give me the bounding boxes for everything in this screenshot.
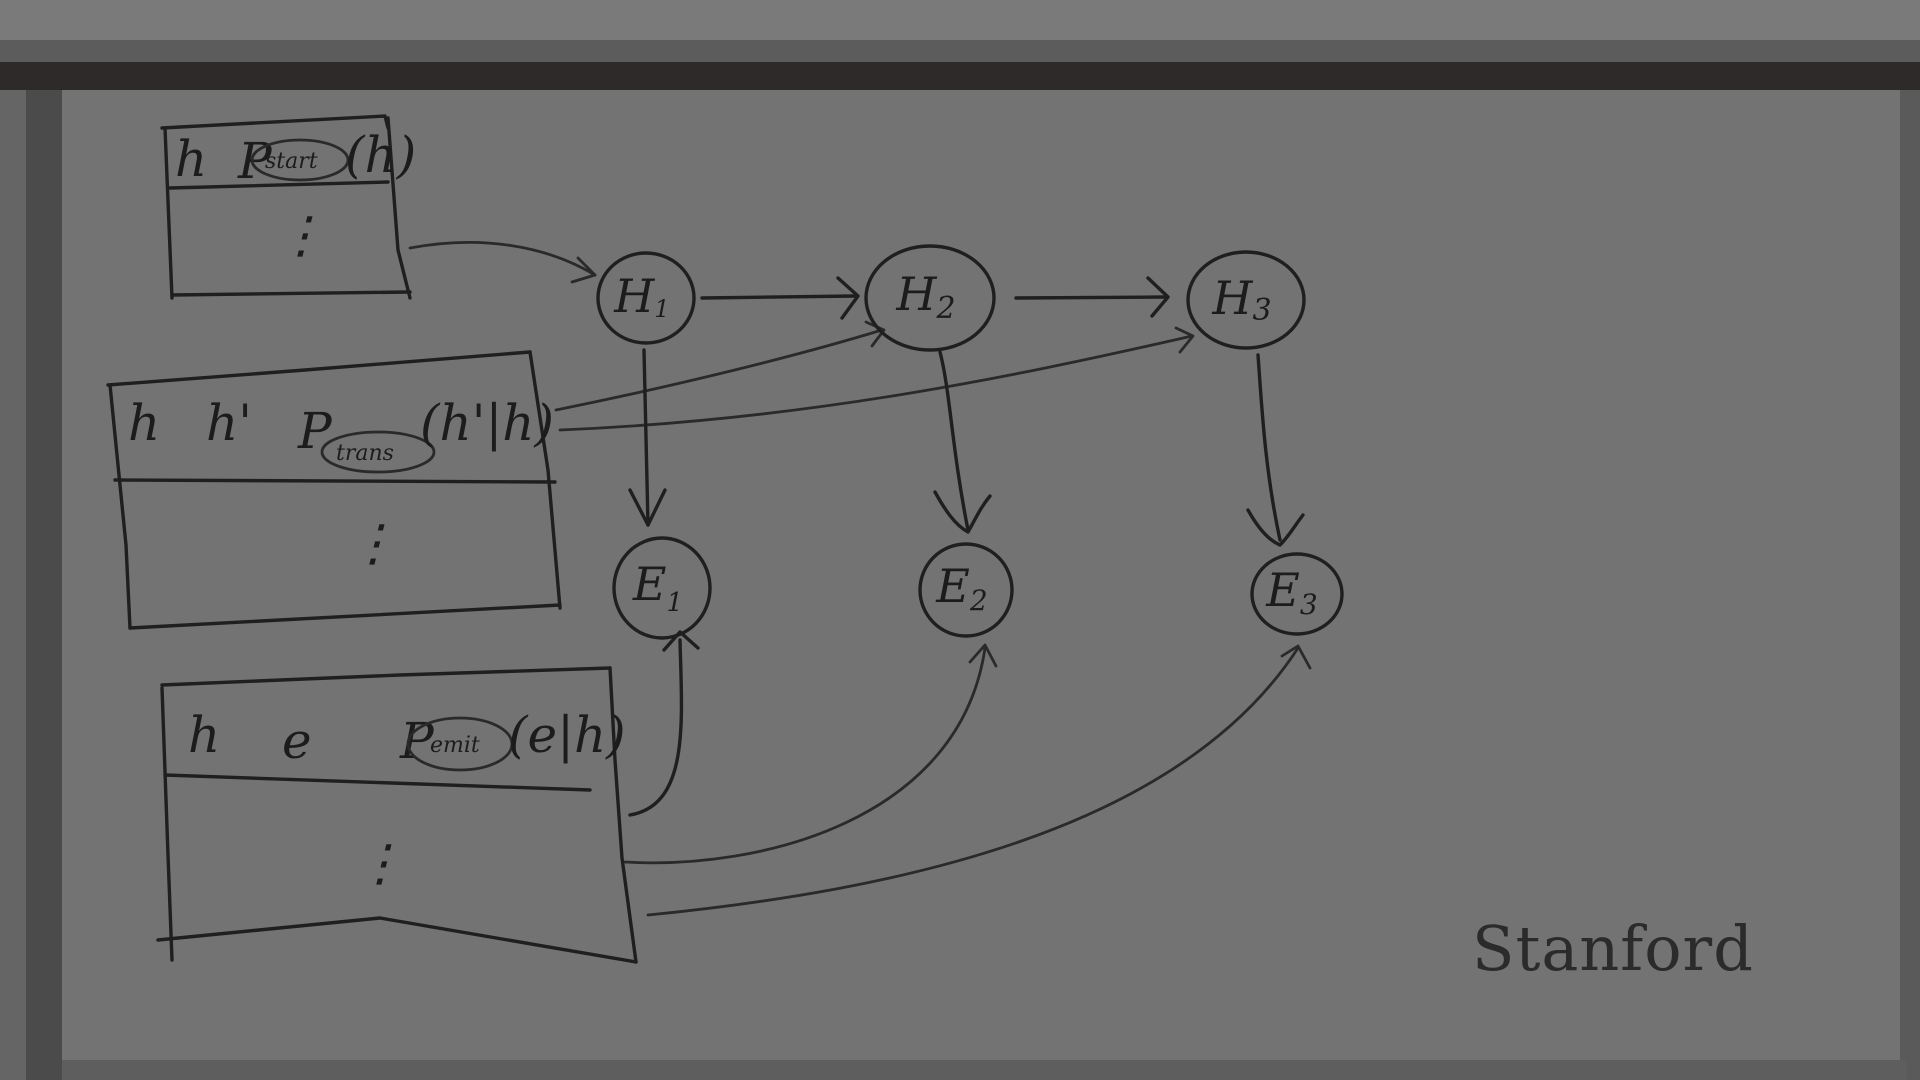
- emit-prob-args: (e|h): [508, 706, 626, 764]
- node-h1: H1: [596, 251, 696, 345]
- arrowhead-trans-h2: [864, 320, 886, 348]
- node-e3: E3: [1250, 552, 1344, 636]
- edge-emit-to-e2: [623, 646, 987, 865]
- edge-start-to-h1: [408, 241, 597, 277]
- arrowhead-h1-h2: [836, 276, 860, 320]
- start-ellipsis: ⋮: [276, 206, 326, 264]
- node-e1-circle: [612, 536, 712, 640]
- arrowhead-h1-e1: [628, 488, 667, 527]
- top-rail-edge: [0, 40, 1920, 62]
- edge-h3-to-e3: [1256, 353, 1282, 542]
- emit-col-h: h: [188, 706, 220, 764]
- arrowhead-h2-h3: [1146, 276, 1170, 318]
- edge-h2-to-h3: [1014, 295, 1167, 300]
- node-e1-label: E1: [632, 557, 683, 618]
- board-bottom-frame: [62, 1060, 1907, 1080]
- arrowhead-emit-e2: [968, 643, 998, 668]
- trans-ellipsis: ⋮: [348, 514, 398, 572]
- node-h3: H3: [1186, 250, 1306, 350]
- emit-col-e: e: [282, 712, 312, 770]
- emit-circled-name: [406, 716, 514, 772]
- node-h1-circle: [596, 251, 696, 345]
- start-prob-table: h P start (h) ⋮: [160, 114, 416, 300]
- node-h2-circle: [864, 244, 996, 352]
- start-prob-p: P: [237, 132, 273, 190]
- edges: [408, 241, 1312, 917]
- node-e2-label: E2: [935, 559, 987, 617]
- edge-trans-to-h2: [554, 328, 884, 412]
- node-h3-label: H3: [1211, 271, 1271, 328]
- top-rail: [0, 0, 1920, 40]
- edge-h2-to-e2: [938, 350, 970, 532]
- arrowhead-h2-e2: [933, 490, 992, 534]
- edge-h1-to-h2: [700, 294, 857, 300]
- node-e3-label: E3: [1265, 563, 1317, 621]
- arrowhead-start-h1: [570, 256, 597, 284]
- trans-prob-name: trans: [336, 441, 394, 466]
- whiteboard-surface: [62, 90, 1907, 1065]
- arrowhead-trans-h3: [1174, 326, 1195, 354]
- start-prob-name: start: [265, 149, 318, 174]
- board-left-frame: [26, 90, 62, 1080]
- stanford-watermark: Stanford: [1472, 912, 1754, 985]
- node-e3-circle: [1250, 552, 1344, 636]
- node-h2-label: H2: [895, 267, 955, 326]
- node-h3-circle: [1186, 250, 1306, 350]
- edge-emit-to-e1: [628, 638, 684, 817]
- trans-col-hprime: h': [206, 394, 252, 452]
- start-circled-name: [250, 138, 350, 182]
- arrowhead-emit-e3: [1280, 644, 1312, 670]
- arrowhead-emit-e1: [662, 630, 700, 652]
- node-e2: E2: [918, 542, 1014, 638]
- edge-emit-to-e3: [646, 646, 1300, 917]
- board-right-frame: [1900, 90, 1920, 1080]
- node-h1-label: H1: [613, 269, 669, 323]
- node-e2-circle: [918, 542, 1014, 638]
- board-top-frame: [0, 62, 1920, 90]
- edge-trans-to-h3: [558, 334, 1194, 432]
- trans-circled-name: [320, 430, 436, 474]
- emit-prob-name: emit: [430, 733, 480, 758]
- emit-ellipsis: ⋮: [355, 834, 405, 892]
- trans-prob-args: (h'|h): [420, 394, 554, 452]
- trans-prob-table: h h' P trans (h'|h) ⋮: [106, 350, 562, 630]
- arrowhead-h3-e3: [1246, 508, 1305, 547]
- edge-h1-to-e1: [642, 348, 650, 527]
- trans-col-h: h: [128, 394, 160, 452]
- node-h2: H2: [864, 244, 996, 352]
- emit-prob-table: h e P emit (e|h) ⋮: [156, 666, 638, 964]
- trans-prob-p: P: [297, 402, 333, 460]
- node-e1: E1: [612, 536, 712, 640]
- start-col-h: h: [175, 130, 207, 188]
- start-prob-args: (h): [345, 126, 416, 184]
